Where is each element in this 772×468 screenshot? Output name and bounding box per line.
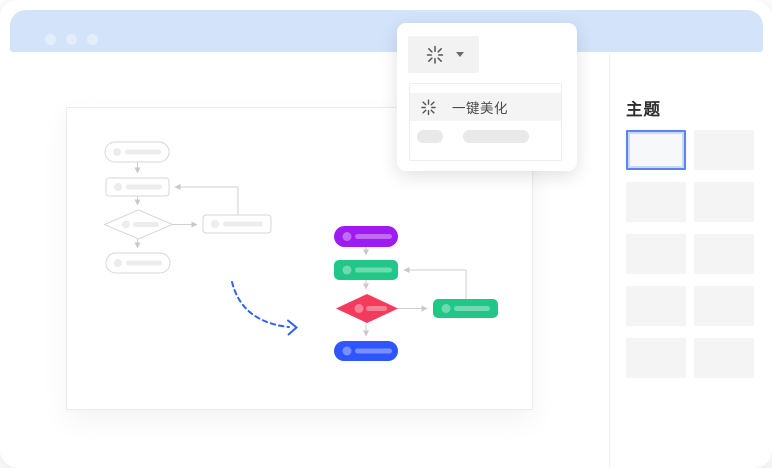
sidebar-divider bbox=[609, 54, 610, 468]
theme-panel-title: 主题 bbox=[626, 101, 661, 119]
beautify-toolbar-button[interactable] bbox=[408, 36, 479, 73]
theme-thumbnail[interactable] bbox=[626, 234, 686, 274]
theme-thumbnail[interactable] bbox=[694, 130, 754, 170]
menu-item-skeleton bbox=[410, 130, 561, 150]
magic-beautify-icon bbox=[426, 45, 444, 64]
caret-down-icon bbox=[456, 52, 464, 57]
beautify-popup: 一键美化 bbox=[397, 23, 577, 171]
theme-thumbnail[interactable] bbox=[626, 338, 686, 378]
theme-thumbnail[interactable] bbox=[626, 182, 686, 222]
window-control-dot[interactable] bbox=[66, 34, 77, 45]
beautified-flowchart bbox=[334, 226, 498, 361]
skeleton-pill bbox=[463, 130, 529, 143]
theme-thumbnail[interactable] bbox=[694, 286, 754, 326]
menu-item-beautify[interactable]: 一键美化 bbox=[410, 93, 561, 121]
node-text-placeholders bbox=[113, 148, 263, 267]
theme-thumbnail-selected[interactable] bbox=[626, 130, 686, 170]
magic-beautify-icon bbox=[421, 98, 436, 115]
flowchart-illustration bbox=[103, 141, 498, 361]
theme-thumbnail[interactable] bbox=[626, 286, 686, 326]
window-titlebar bbox=[10, 10, 763, 52]
skeleton-pill bbox=[417, 130, 443, 143]
flow-node-start-colored bbox=[334, 226, 398, 247]
window-control-dot[interactable] bbox=[45, 34, 56, 45]
theme-thumbnail[interactable] bbox=[694, 338, 754, 378]
beautify-transform-arrow bbox=[231, 281, 299, 336]
theme-thumbnail[interactable] bbox=[694, 182, 754, 222]
window-control-dot[interactable] bbox=[87, 34, 98, 45]
flow-node-process-colored bbox=[334, 260, 398, 280]
menu-item-label: 一键美化 bbox=[452, 101, 508, 116]
flow-node-decision-colored bbox=[336, 294, 398, 323]
beautify-dropdown-menu: 一键美化 bbox=[409, 83, 562, 161]
source-flowchart bbox=[103, 141, 272, 274]
flow-node-end-colored bbox=[334, 341, 398, 361]
flow-node-side-colored bbox=[433, 299, 498, 318]
theme-thumbnail[interactable] bbox=[694, 234, 754, 274]
theme-grid bbox=[626, 130, 762, 378]
node-text-placeholders bbox=[342, 232, 490, 356]
